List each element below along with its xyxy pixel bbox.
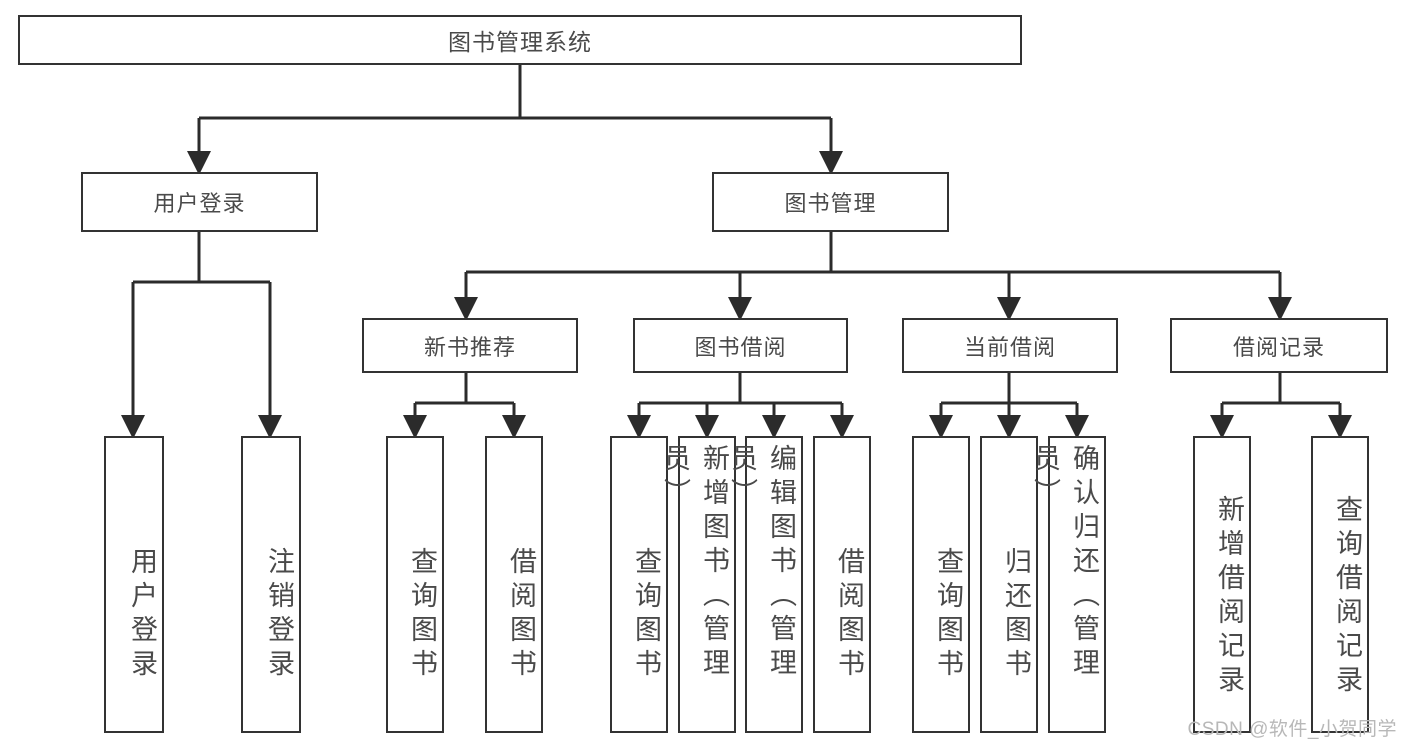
node-label: 借阅图书 bbox=[834, 546, 864, 683]
node-label: 新增图书（管理员） bbox=[660, 444, 729, 682]
node-root-system[interactable]: 图书管理系统 bbox=[18, 15, 1022, 65]
node-label: 图书管理系统 bbox=[448, 29, 592, 55]
node-label: 借阅记录 bbox=[1232, 334, 1325, 360]
leaf-borrow-book-1[interactable]: 借阅图书 bbox=[485, 436, 543, 733]
leaf-add-record[interactable]: 新增借阅记录 bbox=[1193, 436, 1251, 733]
leaf-return-book[interactable]: 归还图书 bbox=[980, 436, 1038, 733]
node-label: 确认归还（管理员） bbox=[1030, 444, 1099, 682]
leaf-confirm-return[interactable]: 确认归还（管理员） bbox=[1030, 436, 1106, 733]
leaf-query-book-2[interactable]: 查询图书 bbox=[610, 436, 668, 733]
node-label: 查询借阅记录 bbox=[1332, 494, 1362, 699]
node-label: 用户登录 bbox=[127, 546, 157, 683]
leaf-logout-login[interactable]: 注销登录 bbox=[241, 436, 301, 733]
node-user-login[interactable]: 用户登录 bbox=[81, 172, 318, 232]
node-label: 新书推荐 bbox=[423, 334, 516, 360]
leaf-borrow-book-2[interactable]: 借阅图书 bbox=[813, 436, 871, 733]
leaf-add-book[interactable]: 新增图书（管理员） bbox=[660, 436, 736, 733]
leaf-query-book-3[interactable]: 查询图书 bbox=[912, 436, 970, 733]
leaf-user-login[interactable]: 用户登录 bbox=[104, 436, 164, 733]
node-book-management[interactable]: 图书管理 bbox=[712, 172, 949, 232]
node-label: 查询图书 bbox=[933, 546, 963, 683]
node-label: 当前借阅 bbox=[963, 334, 1056, 360]
leaf-query-book-1[interactable]: 查询图书 bbox=[386, 436, 444, 733]
node-label: 查询图书 bbox=[631, 546, 661, 683]
node-label: 注销登录 bbox=[264, 546, 294, 683]
node-label: 编辑图书（管理员） bbox=[727, 444, 796, 682]
node-new-book-recommend[interactable]: 新书推荐 bbox=[362, 318, 578, 373]
node-current-borrow[interactable]: 当前借阅 bbox=[902, 318, 1118, 373]
node-label: 图书借阅 bbox=[694, 334, 787, 360]
node-book-borrow[interactable]: 图书借阅 bbox=[633, 318, 848, 373]
node-label: 图书管理 bbox=[784, 191, 877, 216]
node-label: 用户登录 bbox=[153, 191, 246, 216]
node-label: 借阅图书 bbox=[506, 546, 536, 683]
node-borrow-record[interactable]: 借阅记录 bbox=[1170, 318, 1388, 373]
leaf-edit-book[interactable]: 编辑图书（管理员） bbox=[727, 436, 803, 733]
node-label: 新增借阅记录 bbox=[1214, 494, 1244, 699]
node-label: 归还图书 bbox=[1001, 546, 1031, 683]
node-label: 查询图书 bbox=[407, 546, 437, 683]
leaf-query-record[interactable]: 查询借阅记录 bbox=[1311, 436, 1369, 733]
watermark-text: CSDN @软件_小贺同学 bbox=[1187, 719, 1397, 740]
